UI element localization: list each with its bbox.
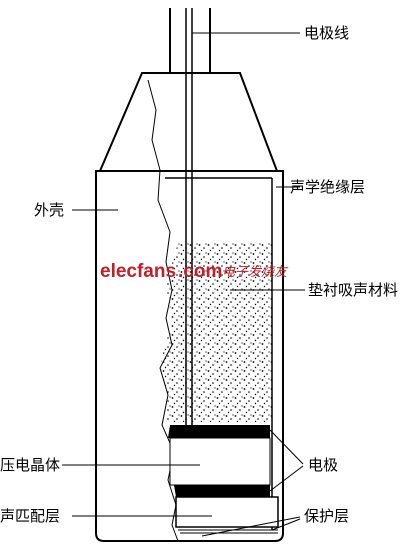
- label-backing: 垫衬吸声材料: [308, 281, 398, 299]
- leader-protection-b: [271, 518, 301, 531]
- electrode-bottom: [174, 485, 270, 497]
- label-electrode-wire: 电极线: [304, 24, 349, 42]
- piezo-crystal: [169, 437, 271, 486]
- watermark-brand: elecfans: [100, 261, 176, 282]
- cutaway-line: [147, 79, 179, 542]
- label-housing: 外壳: [34, 201, 64, 219]
- backing-material: [160, 243, 272, 422]
- watermark-domain: .com: [178, 261, 222, 282]
- watermark: elecfans .com 电子发烧友: [100, 261, 289, 282]
- leader-electrode-b: [269, 465, 304, 492]
- leader-protection-a: [201, 516, 301, 537]
- housing-cap: [98, 72, 279, 172]
- label-matching: 声匹配层: [0, 507, 60, 525]
- matching-layer: [175, 496, 279, 528]
- label-piezo: 压电晶体: [0, 456, 60, 474]
- label-acoustic-insulation: 声学绝缘层: [290, 178, 365, 196]
- label-protection: 保护层: [304, 507, 349, 525]
- leader-electrode-a: [269, 429, 304, 465]
- watermark-cn: 电子发烧友: [222, 265, 289, 280]
- label-electrode: 电极: [308, 456, 338, 474]
- electrode-top: [168, 425, 270, 438]
